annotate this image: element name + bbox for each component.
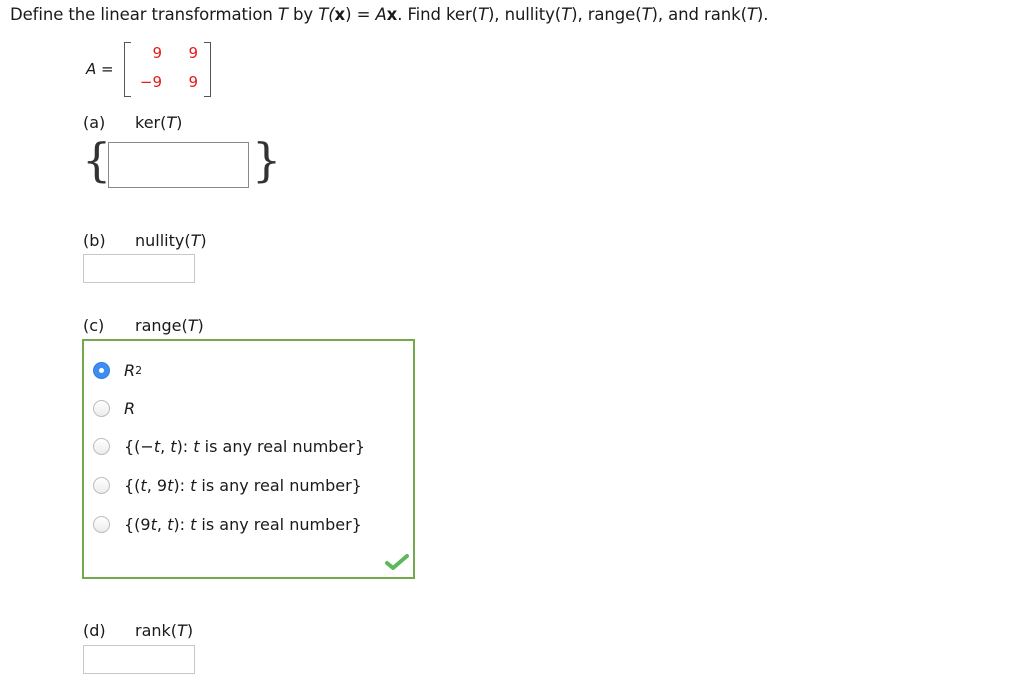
- range-option-r[interactable]: R: [93, 399, 135, 418]
- correct-checkmark-icon: [385, 554, 409, 570]
- range-option-neg-t-t[interactable]: {(−t, t): t is any real number}: [93, 437, 365, 456]
- range-option-t-9t[interactable]: {(t, 9t): t is any real number}: [93, 476, 362, 495]
- radio-icon[interactable]: [93, 477, 110, 494]
- matrix-label: A =: [86, 60, 114, 78]
- part-a-heading: (a)ker(T): [83, 113, 183, 132]
- nullity-input[interactable]: [83, 254, 195, 283]
- matrix-cell: 9: [188, 44, 198, 62]
- range-choices-box: [82, 339, 415, 579]
- radio-icon[interactable]: [93, 400, 110, 417]
- radio-icon[interactable]: [93, 438, 110, 455]
- left-brace: {: [82, 133, 112, 187]
- matrix-left-bracket: [124, 42, 131, 97]
- matrix-cell: 9: [188, 73, 198, 91]
- right-brace: }: [252, 133, 282, 187]
- matrix-right-bracket: [204, 42, 211, 97]
- rank-input[interactable]: [83, 645, 195, 674]
- matrix-cell: −9: [139, 73, 162, 91]
- radio-selected-icon[interactable]: [93, 362, 110, 379]
- radio-icon[interactable]: [93, 516, 110, 533]
- matrix-cell: 9: [152, 44, 162, 62]
- ker-input[interactable]: [108, 142, 249, 188]
- part-b-heading: (b)nullity(T): [83, 231, 207, 250]
- range-option-9t-t[interactable]: {(9t, t): t is any real number}: [93, 515, 362, 534]
- part-d-heading: (d)rank(T): [83, 621, 194, 640]
- question-text: Define the linear transformation T by T(…: [10, 5, 769, 24]
- part-c-heading: (c)range(T): [83, 316, 204, 335]
